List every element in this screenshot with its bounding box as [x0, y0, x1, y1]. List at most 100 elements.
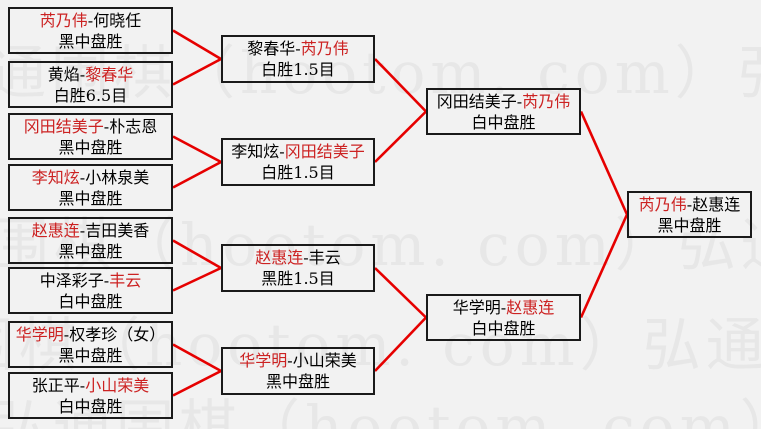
match-result: 白胜1.5目 [261, 163, 335, 182]
player-name: 芮乃伟 [638, 194, 687, 214]
match-box-quarterfinal-3: 赵惠连-丰云黑胜1.5目 [221, 244, 375, 292]
player-name: 赵惠连 [255, 248, 304, 267]
pairing-dash: - [79, 64, 86, 84]
pairing-dash: - [303, 248, 309, 267]
pairing-dash: - [79, 167, 86, 187]
pairing-dash: - [295, 39, 301, 58]
match-pairing: 芮乃伟-何晓任 [40, 10, 141, 31]
match-box-round-of-16-3: 冈田结美子-朴志恩黑中盘胜 [8, 113, 173, 160]
player-name: 丰云 [109, 270, 142, 290]
player-name: 丰云 [308, 248, 341, 267]
pairing-dash: - [516, 91, 523, 111]
connector-line [172, 369, 222, 397]
player-name: 朴志恩 [109, 116, 158, 136]
match-result: 黑胜1.5目 [261, 269, 335, 288]
match-result: 白胜6.5目 [53, 85, 128, 105]
player-name: 华学明 [15, 324, 64, 344]
connector-line [172, 343, 222, 373]
match-pairing: 中泽彩子-丰云 [40, 270, 141, 291]
connector-line [579, 110, 629, 216]
match-box-quarterfinal-4: 华学明-小山荣美黑中盘胜 [221, 347, 375, 395]
match-result: 黑中盘胜 [58, 31, 123, 51]
connector-line [172, 57, 222, 86]
player-name: 赵惠连 [692, 194, 741, 214]
match-box-final-1: 芮乃伟-赵惠连黑中盘胜 [627, 191, 752, 238]
match-pairing: 冈田结美子-朴志恩 [24, 116, 157, 137]
connector-line [374, 110, 427, 163]
pairing-dash: - [686, 194, 693, 214]
match-box-round-of-16-6: 中泽彩子-丰云白中盘胜 [8, 267, 173, 314]
match-box-semifinal-2: 华学明-赵惠连白中盘胜 [426, 294, 581, 341]
match-result: 黑中盘胜 [58, 241, 123, 261]
player-name: 黎春华 [247, 39, 296, 58]
connector-line [172, 160, 222, 189]
player-name: 权孝珍（女） [69, 324, 166, 344]
player-name: 冈田结美子 [436, 91, 517, 111]
player-name: 小林泉美 [85, 167, 150, 187]
pairing-dash: - [103, 116, 110, 136]
match-result: 黑中盘胜 [265, 372, 330, 391]
connector-line [172, 266, 222, 292]
player-name: 黎春华 [85, 64, 134, 84]
match-pairing: 华学明-赵惠连 [453, 297, 554, 318]
pairing-dash: - [79, 220, 86, 240]
connector-line [579, 213, 629, 319]
match-pairing: 赵惠连-丰云 [255, 247, 340, 268]
player-name: 李知炫 [231, 142, 280, 161]
pairing-dash: - [287, 351, 293, 370]
match-pairing: 李知炫-小林泉美 [32, 167, 149, 188]
connector-line [172, 239, 222, 270]
match-pairing: 芮乃伟-赵惠连 [639, 194, 740, 215]
match-pairing: 华学明-权孝珍（女） [16, 324, 165, 345]
player-name: 芮乃伟 [522, 91, 571, 111]
match-pairing: 冈田结美子-芮乃伟 [437, 91, 570, 112]
match-result: 黑中盘胜 [657, 215, 722, 235]
match-box-round-of-16-2: 黄焰-黎春华白胜6.5目 [8, 61, 173, 108]
connector-line [172, 135, 222, 164]
player-name: 中泽彩子 [39, 270, 104, 290]
match-box-round-of-16-7: 华学明-权孝珍（女）黑中盘胜 [8, 321, 173, 368]
match-result: 白中盘胜 [58, 396, 123, 416]
match-box-semifinal-1: 冈田结美子-芮乃伟白中盘胜 [426, 88, 581, 135]
match-pairing: 华学明-小山荣美 [239, 350, 356, 371]
pairing-dash: - [500, 297, 507, 317]
player-name: 张正平 [31, 375, 80, 395]
player-name: 赵惠连 [506, 297, 555, 317]
match-result: 白中盘胜 [471, 112, 536, 132]
match-pairing: 张正平-小山荣美 [32, 375, 149, 396]
match-box-round-of-16-1: 芮乃伟-何晓任黑中盘胜 [8, 7, 173, 54]
connector-line [374, 58, 427, 113]
pairing-dash: - [279, 142, 285, 161]
match-box-quarterfinal-2: 李知炫-冈田结美子白胜1.5目 [221, 138, 375, 186]
match-pairing: 黎春华-芮乃伟 [247, 38, 348, 59]
pairing-dash: - [103, 270, 110, 290]
player-name: 黄焰 [47, 64, 80, 84]
match-pairing: 李知炫-冈田结美子 [231, 141, 364, 162]
match-result: 白胜1.5目 [261, 60, 335, 79]
match-pairing: 黄焰-黎春华 [48, 64, 133, 85]
player-name: 小山荣美 [85, 375, 150, 395]
match-box-round-of-16-8: 张正平-小山荣美白中盘胜 [8, 372, 173, 419]
match-box-round-of-16-5: 赵惠连-吉田美香黑中盘胜 [8, 217, 173, 264]
player-name: 赵惠连 [31, 220, 80, 240]
match-pairing: 赵惠连-吉田美香 [32, 220, 149, 241]
player-name: 芮乃伟 [300, 39, 349, 58]
player-name: 华学明 [452, 297, 501, 317]
pairing-dash: - [79, 375, 86, 395]
player-name: 吉田美香 [85, 220, 150, 240]
player-name: 华学明 [239, 351, 288, 370]
match-result: 黑中盘胜 [58, 188, 123, 208]
pairing-dash: - [87, 10, 94, 30]
player-name: 芮乃伟 [39, 10, 88, 30]
match-result: 黑中盘胜 [58, 137, 123, 157]
player-name: 李知炫 [31, 167, 80, 187]
match-box-round-of-16-4: 李知炫-小林泉美黑中盘胜 [8, 164, 173, 211]
connector-line [374, 267, 427, 319]
match-result: 黑中盘胜 [58, 345, 123, 365]
match-box-quarterfinal-1: 黎春华-芮乃伟白胜1.5目 [221, 35, 375, 83]
player-name: 冈田结美子 [23, 116, 104, 136]
connector-line [374, 316, 427, 372]
match-result: 白中盘胜 [58, 291, 123, 311]
